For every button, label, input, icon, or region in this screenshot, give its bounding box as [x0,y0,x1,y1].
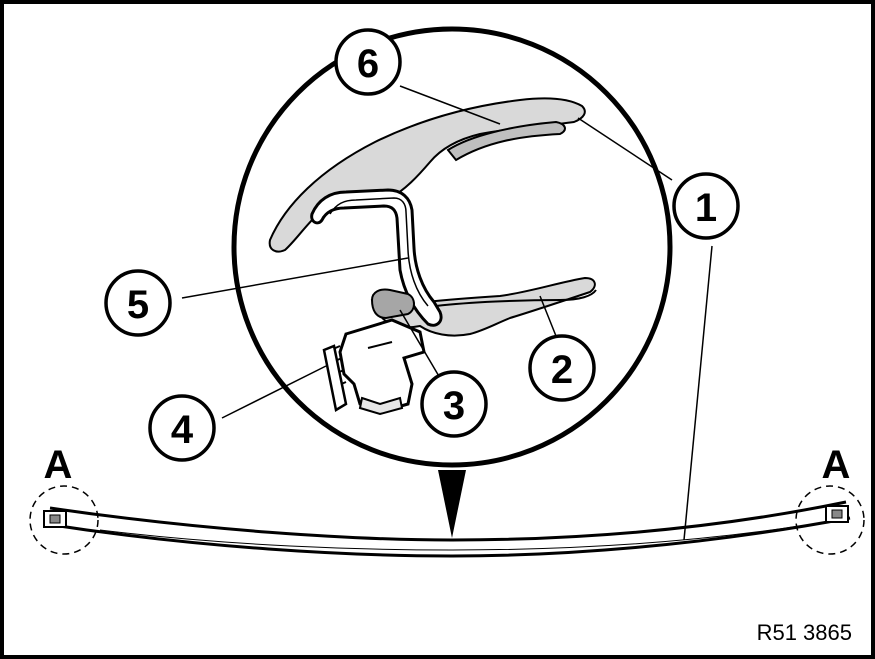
view-a-circle-right [795,485,865,555]
fastener-plate [322,344,348,412]
leader-6 [399,85,501,125]
callout-6: 6 [334,28,402,96]
strip-end-clip-left-inner [49,514,61,524]
callout-2: 2 [528,334,596,402]
seal-flange [435,289,597,307]
callout-4-label: 4 [171,408,194,452]
callout-5-label: 5 [127,283,149,327]
callout-6-label: 6 [357,42,379,86]
trim-strip-highlight [99,525,801,551]
callout-1-label: 1 [695,186,717,230]
leader-4 [221,365,327,419]
trim-strip-inner [49,500,847,542]
callout-4: 4 [148,394,216,462]
leader-lines [181,85,713,541]
callout-3: 3 [420,370,488,438]
leader-3 [399,309,441,379]
strip-end-clip-right-inner [831,509,843,519]
fastener-body [338,318,426,414]
figure-reference-code: R51 3865 [757,620,852,645]
metal-carrier [310,188,443,327]
carrier-inner-line [329,197,429,307]
leader-2 [539,295,557,337]
callout-2-label: 2 [551,348,573,392]
detail-pointer-arrow [438,470,466,538]
callout-3-label: 3 [443,384,465,428]
trim-strip-outer [45,516,851,558]
seal-insert-strip [446,120,566,162]
callout-5: 5 [104,269,172,337]
fastener-slot [367,341,393,349]
view-marker-right: A [822,443,851,487]
trim-strip [45,500,851,558]
view-a-circle-left [29,485,99,555]
leader-1-upper [577,117,673,181]
callout-1: 1 [672,172,740,240]
fastener-foot [358,396,404,416]
view-marker-left: A [44,443,73,487]
leader-1-lower [683,245,713,541]
leader-5 [181,257,409,299]
carrier-clip [370,288,415,320]
seal-cross-section [268,97,597,416]
